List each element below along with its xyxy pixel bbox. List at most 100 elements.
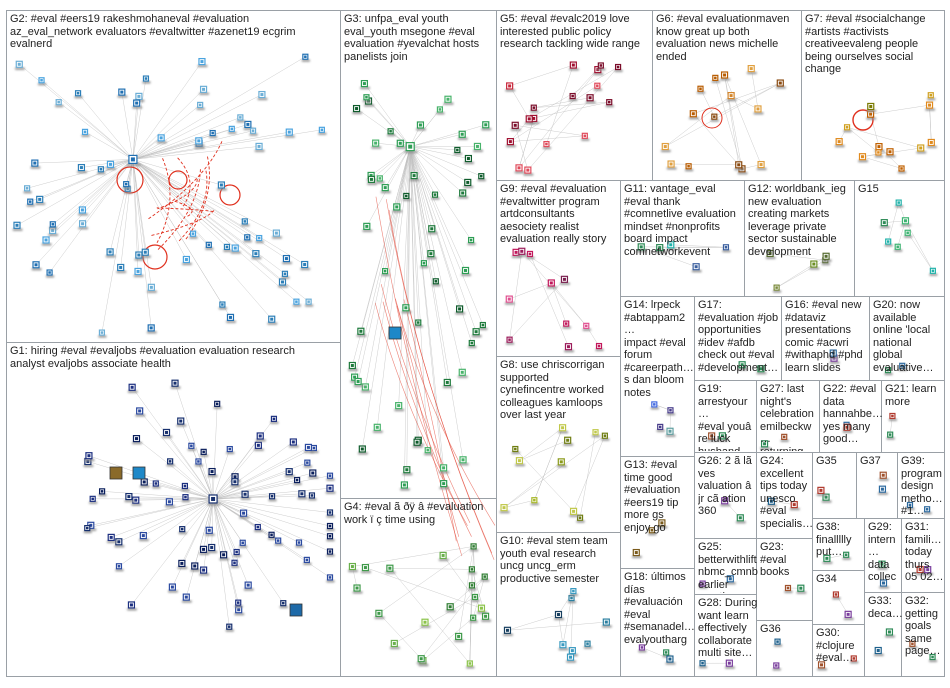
node-shadow — [83, 464, 94, 467]
node-core — [34, 263, 38, 267]
node-core — [484, 123, 488, 127]
node-shadow — [842, 430, 853, 433]
node-shadow — [156, 141, 167, 144]
node-core — [819, 488, 823, 492]
node-shadow — [558, 431, 568, 434]
node-core — [91, 497, 94, 501]
node-core — [258, 434, 262, 438]
node-shadow — [569, 68, 579, 71]
node-core — [254, 252, 258, 256]
node-core — [528, 252, 532, 256]
node-core — [664, 651, 668, 654]
node-shadow — [133, 274, 144, 277]
panel-g22 — [819, 380, 882, 453]
node-core — [508, 338, 511, 341]
node-core — [852, 657, 856, 660]
node-core — [369, 173, 373, 177]
node-shadow — [753, 112, 764, 115]
edge — [34, 159, 133, 164]
node-core — [28, 200, 32, 203]
node-core — [448, 605, 452, 609]
node-shadow — [233, 554, 242, 557]
node-shadow — [879, 478, 889, 481]
node-core — [328, 576, 332, 579]
node-core — [57, 100, 60, 104]
node-core — [669, 409, 672, 412]
edge — [670, 244, 726, 248]
edge — [212, 498, 249, 586]
edge — [19, 64, 134, 160]
node-shadow — [289, 445, 299, 448]
node-shadow — [776, 86, 786, 89]
node-core — [792, 503, 796, 507]
edge — [132, 117, 241, 160]
node-core — [844, 553, 848, 557]
node-core — [569, 655, 573, 659]
node-core — [464, 268, 468, 272]
node-core — [483, 575, 486, 578]
node-shadow — [207, 503, 221, 506]
node-core — [81, 222, 85, 226]
node-shadow — [30, 166, 41, 169]
node-shadow — [469, 620, 478, 623]
node-shadow — [720, 78, 730, 81]
node-shadow — [396, 146, 406, 149]
panel-g30 — [812, 624, 865, 677]
node-shadow — [200, 454, 209, 457]
node-core — [211, 496, 216, 501]
node-core — [408, 144, 413, 149]
node-shadow — [326, 580, 335, 583]
node-core — [737, 163, 741, 167]
node-shadow — [305, 304, 314, 307]
node-shadow — [760, 447, 770, 450]
node-shadow — [481, 619, 491, 622]
node-core — [320, 128, 324, 132]
node-core — [197, 460, 200, 463]
node-shadow — [326, 554, 335, 557]
edge — [409, 146, 484, 326]
node-core — [775, 286, 778, 289]
node-core — [328, 474, 332, 477]
node-shadow — [481, 579, 490, 582]
node-core — [572, 509, 576, 513]
node-shadow — [348, 569, 358, 573]
node-shadow — [236, 120, 245, 123]
node-core — [17, 62, 21, 66]
edge — [172, 498, 214, 588]
node-core — [138, 409, 142, 413]
node-shadow — [458, 137, 468, 140]
node-core — [668, 429, 672, 433]
node-core — [383, 269, 387, 273]
node-shadow — [152, 486, 161, 489]
edge — [389, 567, 472, 570]
node-core — [586, 642, 589, 645]
node-shadow — [878, 492, 888, 495]
node-shadow — [361, 390, 371, 393]
node-shadow — [74, 95, 83, 99]
node-core — [87, 454, 91, 458]
highlighted-node — [388, 326, 402, 340]
edge — [410, 146, 482, 177]
node-shadow — [199, 92, 209, 95]
node-core — [211, 131, 214, 135]
node-core — [210, 546, 214, 550]
node-core — [117, 540, 121, 544]
node-shadow — [436, 112, 445, 115]
node-core — [461, 191, 465, 195]
edge — [375, 142, 411, 147]
node-shadow — [226, 320, 236, 323]
node-core — [395, 205, 399, 209]
node-shadow — [105, 255, 116, 258]
node-shadow — [470, 549, 479, 552]
node-core — [769, 499, 773, 503]
node-core — [526, 168, 530, 172]
node-core — [130, 157, 135, 162]
node-shadow — [373, 430, 383, 433]
node-core — [350, 565, 354, 569]
node-core — [466, 157, 470, 161]
node-shadow — [358, 452, 368, 455]
node-shadow — [925, 108, 935, 111]
node-core — [931, 655, 934, 659]
node-shadow — [822, 561, 833, 564]
node-core — [572, 589, 575, 593]
